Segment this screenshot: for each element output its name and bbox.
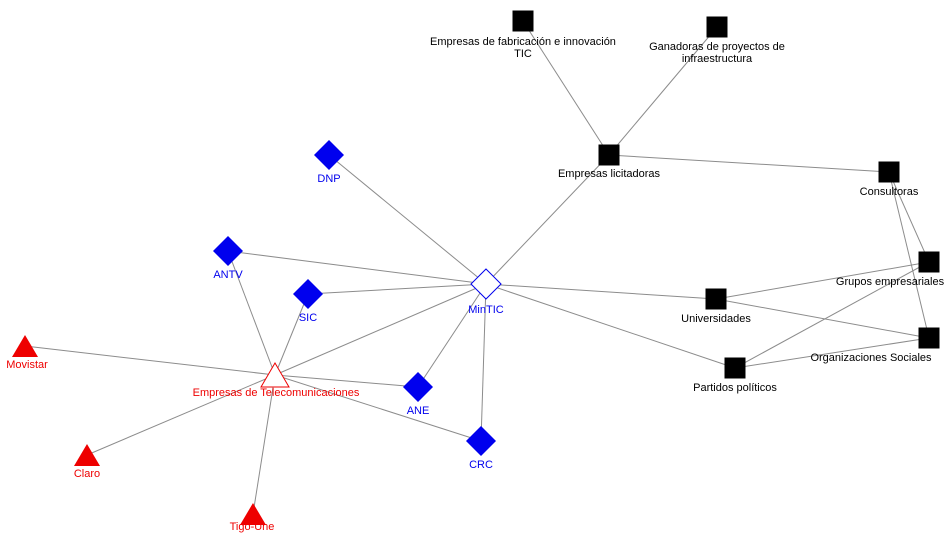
edge-partidos-mintic xyxy=(485,283,736,369)
label-movistar: Movistar xyxy=(6,359,48,371)
label-dnp: DNP xyxy=(317,173,340,185)
label-consultoras: Consultoras xyxy=(860,186,919,198)
edge-ane-telecom xyxy=(274,374,419,388)
node-sic[interactable] xyxy=(293,279,323,309)
edge-universidades-organizaciones xyxy=(715,298,930,339)
node-mintic[interactable] xyxy=(470,268,502,300)
edges-layer xyxy=(24,20,930,515)
edge-partidos-organizaciones xyxy=(734,337,930,369)
edge-licitadoras-consultoras xyxy=(608,154,890,173)
node-tigo[interactable] xyxy=(240,503,266,525)
label-sic: SIC xyxy=(299,312,317,324)
label-mintic: MinTIC xyxy=(468,304,504,316)
node-crc[interactable] xyxy=(466,426,496,456)
edge-movistar-telecom xyxy=(24,345,276,376)
edge-crc-mintic xyxy=(480,283,487,442)
node-ganadoras[interactable] xyxy=(706,16,728,38)
node-organizaciones[interactable] xyxy=(918,327,940,349)
node-consultoras[interactable] xyxy=(878,161,900,183)
labels-layer: MinTIC DNP ANTV SIC ANE CRC Empresas de Teleco… xyxy=(6,36,944,533)
edge-dnp-mintic xyxy=(328,154,487,285)
edge-sic-telecom xyxy=(274,293,309,376)
label-crc: CRC xyxy=(469,459,493,471)
edge-ganadoras-licitadoras xyxy=(608,26,718,156)
node-partidos[interactable] xyxy=(724,357,746,379)
label-tigo: Tigo-Une xyxy=(230,521,275,533)
label-telecom: Empresas de Telecomunicaciones xyxy=(193,387,360,399)
edge-grupos-universidades xyxy=(715,261,930,300)
edge-consultoras-organizaciones xyxy=(888,171,930,339)
label-licitadoras: Empresas licitadoras xyxy=(558,168,661,180)
node-universidades[interactable] xyxy=(705,288,727,310)
node-telecom[interactable] xyxy=(260,362,290,388)
edge-claro-telecom xyxy=(86,374,276,456)
label-grupos: Grupos empresariales xyxy=(836,276,945,288)
edge-crc-telecom xyxy=(274,374,482,442)
label-partidos: Partidos políticos xyxy=(693,382,777,394)
node-dnp[interactable] xyxy=(314,140,344,170)
edge-consultoras-grupos xyxy=(888,171,930,263)
label-ane: ANE xyxy=(407,405,430,417)
label-fabricacion-line1: Empresas de fabricación e innovación xyxy=(430,36,616,48)
edge-universidades-mintic xyxy=(485,283,717,300)
edge-grupos-partidos xyxy=(734,261,930,369)
label-ganadoras-line1: Ganadoras de proyectos de xyxy=(649,41,785,53)
edge-sic-mintic xyxy=(307,283,487,295)
nodes-layer xyxy=(12,10,940,525)
edge-telecom-mintic xyxy=(274,283,487,376)
node-ane[interactable] xyxy=(403,372,433,402)
edge-antv-telecom xyxy=(227,250,276,376)
label-ganadoras-line2: infraestructura xyxy=(682,53,753,65)
edge-fabricacion-licitadoras xyxy=(522,20,610,156)
label-universidades: Universidades xyxy=(681,313,751,325)
edge-ane-mintic xyxy=(417,283,487,388)
edge-licitadoras-mintic xyxy=(485,154,610,285)
node-antv[interactable] xyxy=(213,236,243,266)
label-organizaciones: Organizaciones Sociales xyxy=(810,352,932,364)
label-antv: ANTV xyxy=(213,269,243,281)
node-fabricacion[interactable] xyxy=(512,10,534,32)
edge-tigo-telecom xyxy=(252,374,276,515)
node-claro[interactable] xyxy=(74,444,100,466)
edge-antv-mintic xyxy=(227,250,487,285)
label-fabricacion-line2: TIC xyxy=(514,48,532,60)
node-movistar[interactable] xyxy=(12,335,38,357)
label-claro: Claro xyxy=(74,468,100,480)
node-grupos[interactable] xyxy=(918,251,940,273)
node-licitadoras[interactable] xyxy=(598,144,620,166)
